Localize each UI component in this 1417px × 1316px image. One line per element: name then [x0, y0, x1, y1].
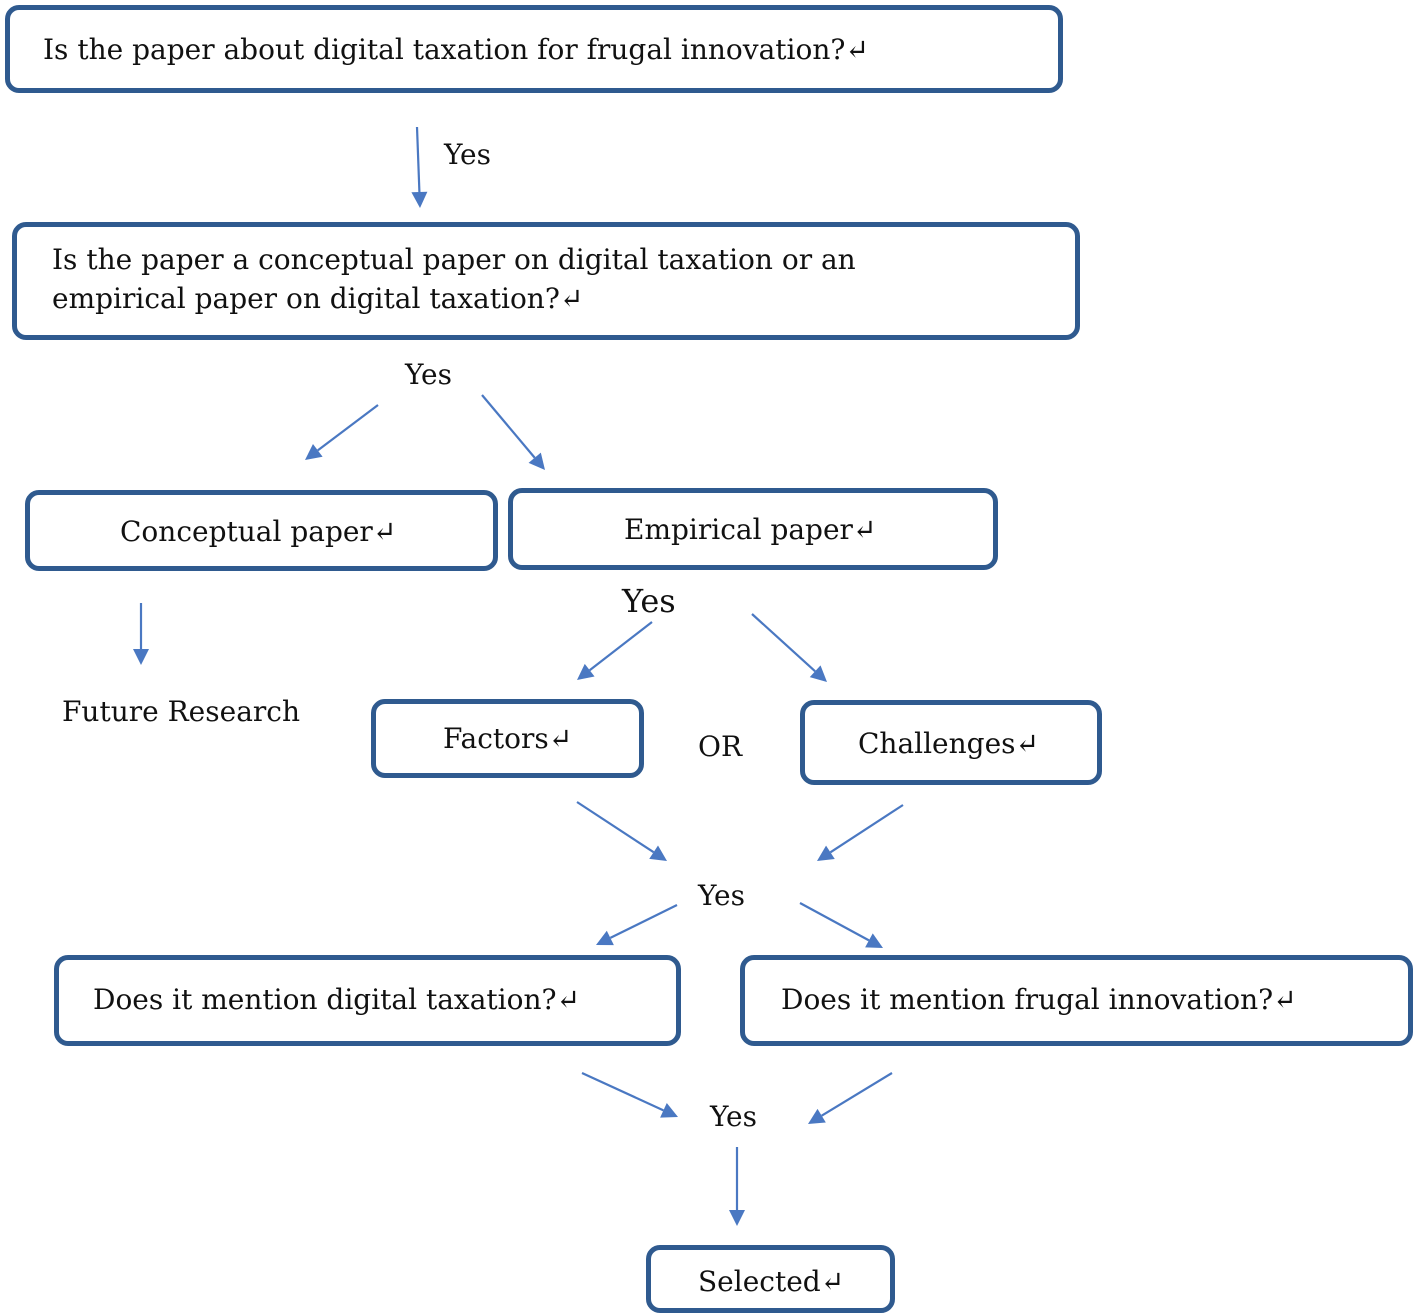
yes-label-1: Yes	[444, 138, 491, 171]
question-type-box	[12, 222, 1080, 340]
challenges-box	[800, 700, 1102, 785]
yes-label-2: Yes	[405, 358, 452, 391]
conceptual-paper-box	[25, 490, 498, 571]
arrow-mention-frugal-to-yes	[808, 1072, 893, 1124]
arrow-yes-to-challenges	[751, 613, 827, 682]
question-type-text-line2: empirical paper on digital taxation?↵	[52, 282, 584, 315]
selected-text: Selected↵	[698, 1265, 845, 1298]
future-research-label: Future Research	[62, 695, 300, 728]
yes-label-3: Yes	[622, 582, 676, 620]
mention-digital-taxation-box	[54, 955, 681, 1046]
arrow-challenges-to-yes	[817, 804, 904, 861]
arrow-yes-to-mention-frugal	[799, 902, 883, 948]
empirical-paper-box	[508, 488, 998, 570]
yes-label-5: Yes	[710, 1100, 757, 1133]
mention-frugal-innovation-box	[740, 955, 1413, 1046]
factors-box	[371, 699, 644, 778]
question-topic-box	[5, 5, 1063, 93]
arrow-conceptual-to-future	[133, 603, 149, 665]
yes-label-4: Yes	[698, 879, 745, 912]
question-type-text-line1: Is the paper a conceptual paper on digit…	[52, 243, 856, 276]
arrow-topic-to-type	[411, 126, 428, 208]
arrow-yes-to-mention-tax	[596, 904, 678, 946]
challenges-text: Challenges↵	[858, 727, 1039, 760]
question-topic-text: Is the paper about digital taxation for …	[43, 33, 869, 66]
mention-frugal-innovation-text: Does it mention frugal innovation?↵	[781, 983, 1297, 1016]
arrow-yes-to-conceptual	[305, 404, 379, 460]
arrow-yes-to-empirical	[481, 394, 545, 470]
factors-text: Factors↵	[443, 722, 573, 755]
arrow-yes-to-selected	[729, 1147, 745, 1226]
arrow-mention-tax-to-yes	[581, 1072, 678, 1118]
arrow-yes-to-factors	[577, 621, 653, 680]
selected-box	[646, 1245, 895, 1313]
or-label: OR	[698, 730, 743, 763]
mention-digital-taxation-text: Does it mention digital taxation?↵	[93, 983, 580, 1016]
arrow-factors-to-yes	[576, 801, 667, 861]
conceptual-paper-text: Conceptual paper↵	[120, 515, 397, 548]
empirical-paper-text: Empirical paper↵	[624, 513, 877, 546]
